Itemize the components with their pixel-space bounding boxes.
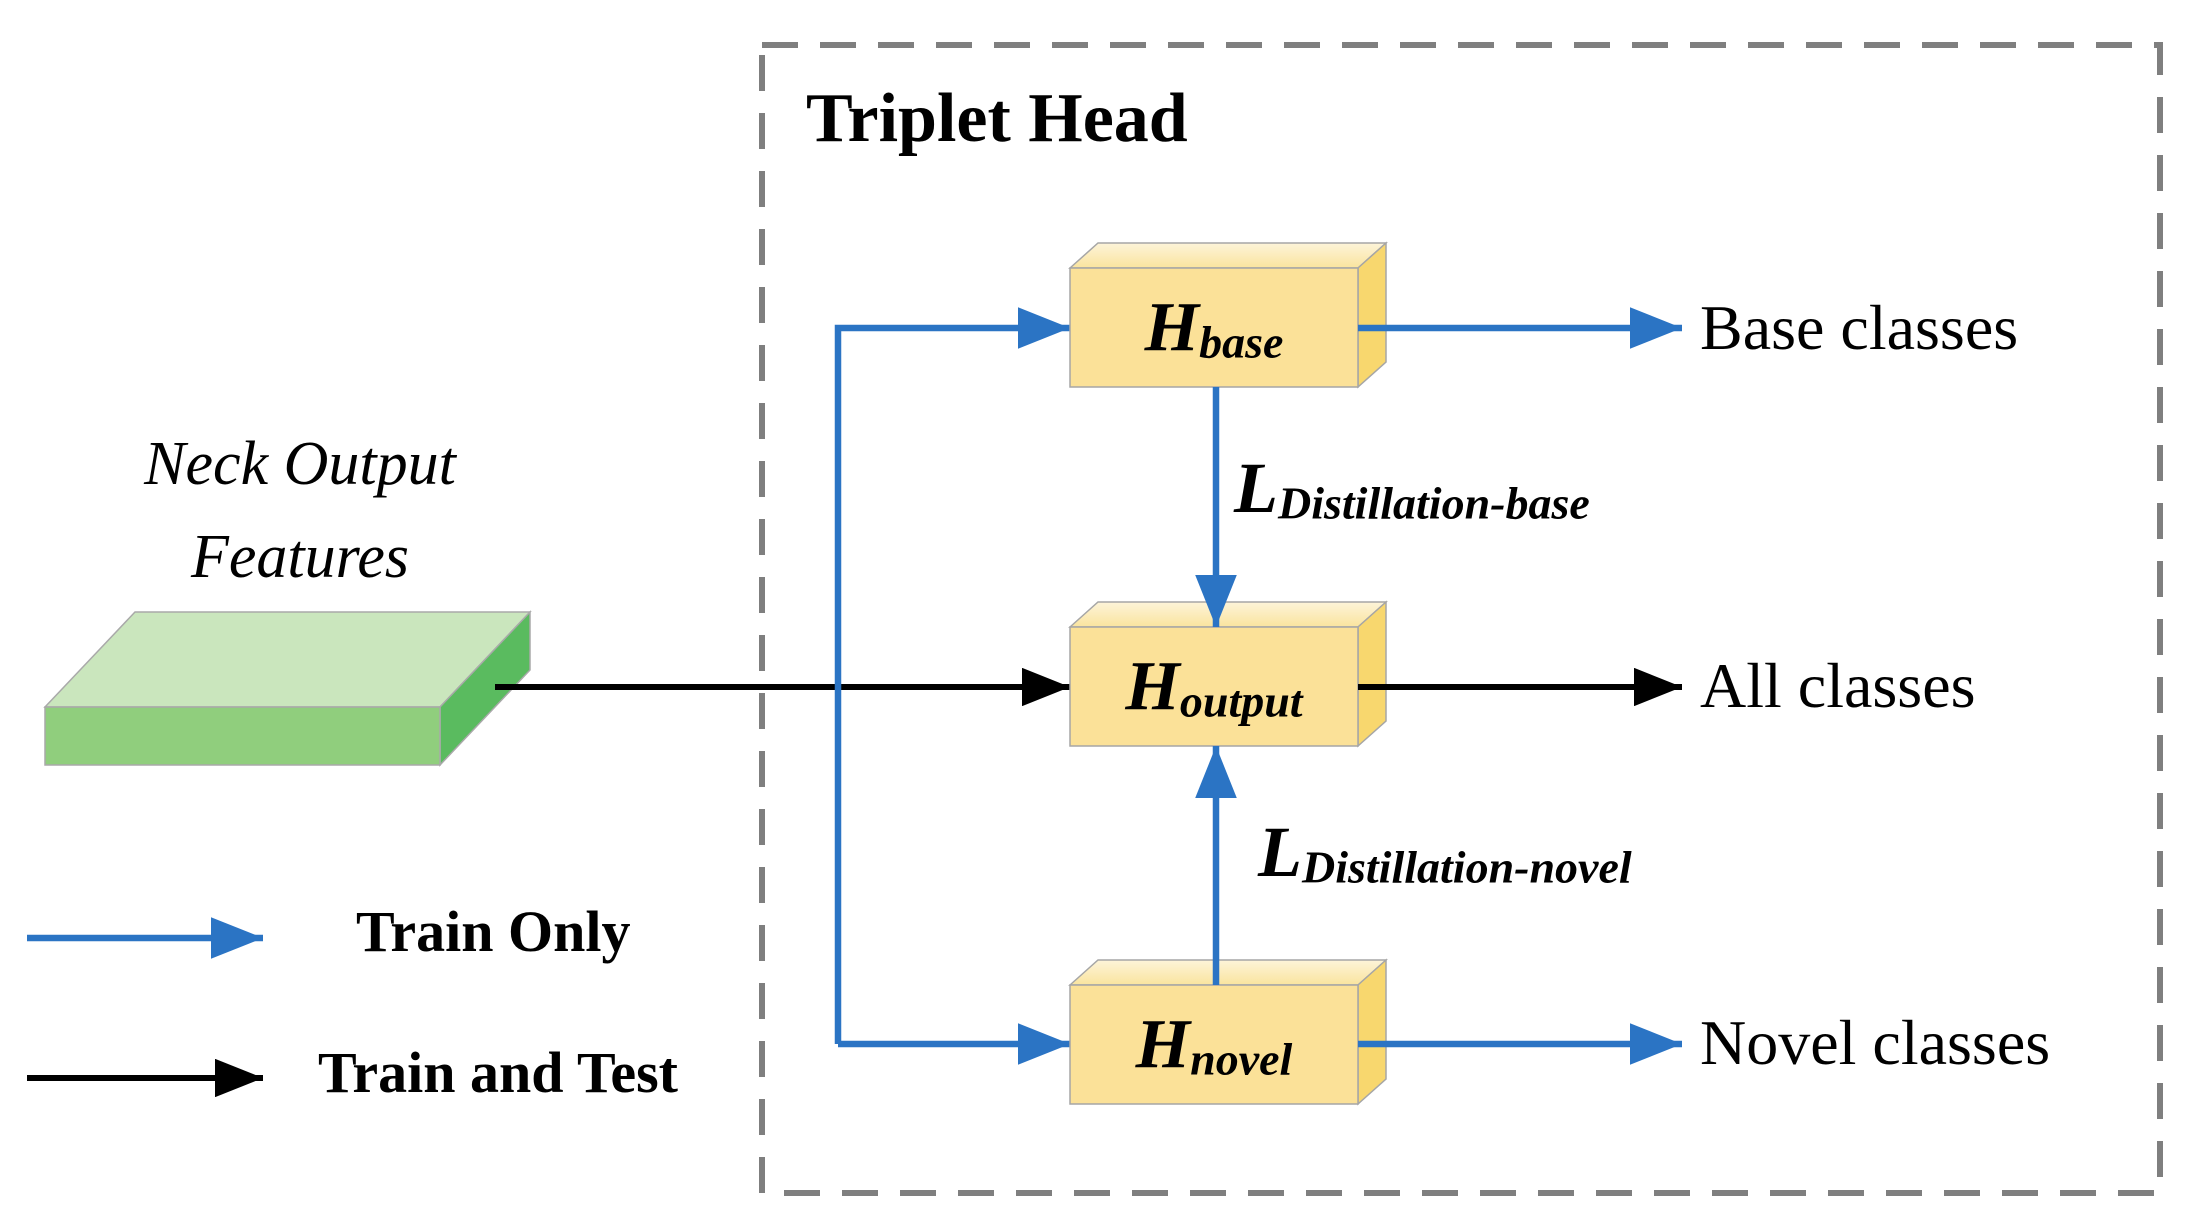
loss-base-main: L: [1234, 448, 1278, 528]
triplet-head-dashed-border: [759, 42, 2163, 1196]
all-classes-label: All classes: [1700, 650, 1976, 721]
arrow-fork-to-hbase: [834, 307, 1070, 1044]
loss-base-sub: Distillation-base: [1277, 477, 1590, 529]
novel-classes-label: Novel classes: [1700, 1007, 2051, 1078]
houtput-sub: output: [1179, 675, 1303, 727]
hbase-main: H: [1144, 288, 1200, 366]
hnovel-sub: novel: [1190, 1033, 1293, 1085]
loss-novel-main: L: [1258, 812, 1302, 892]
hbase-sub: base: [1199, 316, 1284, 368]
neck-output-line2: Features: [190, 523, 410, 591]
hnovel-main: H: [1135, 1005, 1191, 1083]
base-classes-label: Base classes: [1700, 292, 2019, 363]
loss-novel-sub: Distillation-novel: [1301, 841, 1632, 893]
houtput-box: [1068, 600, 1388, 748]
legend-train-only-label: Train Only: [356, 899, 631, 964]
neck-output-line1: Neck Output: [144, 430, 456, 498]
neck-output-features-slab: [43, 610, 532, 767]
triplet-head-title: Triplet Head: [806, 80, 1188, 157]
hbase-box: [1068, 241, 1388, 389]
neck-output-features-label: Neck Output Features: [80, 418, 520, 604]
legend-train-and-test-label: Train and Test: [318, 1040, 678, 1105]
houtput-main: H: [1125, 647, 1180, 725]
hnovel-box: [1068, 958, 1388, 1106]
